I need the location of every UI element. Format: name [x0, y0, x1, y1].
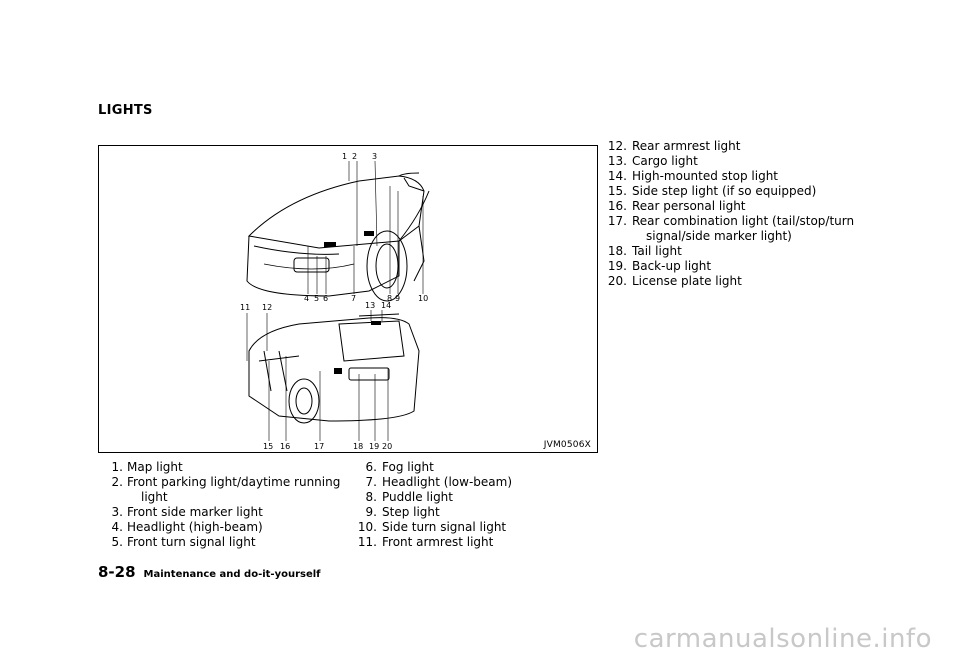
callout-8: 8	[387, 294, 392, 303]
list-item: 1. Map light	[99, 460, 349, 475]
item-label: Rear combination light (tail/stop/turn	[632, 214, 855, 228]
list-item: 19. Back-up light	[600, 259, 880, 274]
page-number: 8-28	[98, 563, 136, 581]
list-item: 17. Rear combination light (tail/stop/tur…	[600, 214, 880, 244]
item-label: Front side marker light	[127, 505, 263, 519]
callout-4: 4	[304, 294, 309, 303]
item-number: 7.	[365, 475, 377, 489]
list-item: 3. Front side marker light	[99, 505, 349, 520]
item-label: Fog light	[382, 460, 434, 474]
callout-18: 18	[353, 442, 363, 451]
list-item: 4. Headlight (high-beam)	[99, 520, 349, 535]
callout-14: 14	[381, 301, 391, 310]
item-number: 17.	[607, 214, 627, 228]
lights-list-col3: 12. Rear armrest light 13. Cargo light 14.…	[600, 139, 880, 289]
item-number: 4.	[111, 520, 123, 534]
item-label: Cargo light	[632, 154, 698, 168]
item-number: 9.	[365, 505, 377, 519]
watermark: carmanualsonline.info	[633, 624, 932, 654]
item-number: 2.	[111, 475, 123, 489]
item-number: 20.	[607, 274, 627, 288]
callout-7: 7	[351, 294, 356, 303]
list-item: 15. Side step light (if so equipped)	[600, 184, 880, 199]
item-number: 19.	[607, 259, 627, 273]
list-item: 11. Front armrest light	[350, 535, 590, 550]
item-label: Tail light	[632, 244, 682, 258]
item-label: Front parking light/daytime running	[127, 475, 341, 489]
item-label: Back-up light	[632, 259, 712, 273]
item-number: 14.	[607, 169, 627, 183]
list-item: 5. Front turn signal light	[99, 535, 349, 550]
list-item: 6. Fog light	[350, 460, 590, 475]
callout-1: 1	[342, 152, 347, 161]
item-label: Rear armrest light	[632, 139, 741, 153]
list-item: 10. Side turn signal light	[350, 520, 590, 535]
lights-list-col1: 1. Map light 2. Front parking light/daytim…	[99, 460, 349, 550]
callout-20: 20	[382, 442, 392, 451]
item-number: 3.	[111, 505, 123, 519]
item-label: Rear personal light	[632, 199, 746, 213]
item-number: 11.	[357, 535, 377, 549]
item-label: Step light	[382, 505, 440, 519]
callouts-top: 1 2 3 4 5 6 7 8 9 10	[304, 152, 428, 303]
list-item: 16. Rear personal light	[600, 199, 880, 214]
list-item: 12. Rear armrest light	[600, 139, 880, 154]
item-label: Map light	[127, 460, 183, 474]
item-number: 6.	[365, 460, 377, 474]
callout-15: 15	[263, 442, 273, 451]
list-item: 20. License plate light	[600, 274, 880, 289]
item-label: High-mounted stop light	[632, 169, 778, 183]
callouts-rear: 11 12 13 14 15 16 17 18 19 20	[240, 301, 392, 451]
callout-9: 9	[395, 294, 400, 303]
list-item: 18. Tail light	[600, 244, 880, 259]
callout-5: 5	[314, 294, 319, 303]
item-label: License plate light	[632, 274, 742, 288]
callout-11: 11	[240, 303, 250, 312]
list-item: 9. Step light	[350, 505, 590, 520]
item-label-continued: light	[141, 490, 168, 504]
item-number: 16.	[607, 199, 627, 213]
callout-17: 17	[314, 442, 324, 451]
item-label: Side turn signal light	[382, 520, 507, 534]
figure-code: JVM0506X	[543, 440, 591, 450]
list-item: 14. High-mounted stop light	[600, 169, 880, 184]
list-item: 7. Headlight (low-beam)	[350, 475, 590, 490]
item-number: 18.	[607, 244, 627, 258]
item-label: Puddle light	[382, 490, 453, 504]
item-label: Headlight (high-beam)	[127, 520, 263, 534]
item-number: 13.	[607, 154, 627, 168]
list-item: 8. Puddle light	[350, 490, 590, 505]
callout-3: 3	[372, 152, 377, 161]
callout-2: 2	[352, 152, 357, 161]
item-label: Front armrest light	[382, 535, 494, 549]
item-number: 15.	[607, 184, 627, 198]
item-label: Side step light (if so equipped)	[632, 184, 817, 198]
item-label: Front turn signal light	[127, 535, 256, 549]
item-number: 10.	[357, 520, 377, 534]
lights-list-col2: 6. Fog light 7. Headlight (low-beam) 8. Pud…	[350, 460, 590, 550]
callout-10: 10	[418, 294, 428, 303]
lights-figure: 1 2 3 4 5 6 7 8 9 10 11 12 13 14 15 16 1…	[98, 145, 598, 453]
item-number: 5.	[111, 535, 123, 549]
item-number: 12.	[607, 139, 627, 153]
callout-6: 6	[323, 294, 328, 303]
item-number: 8.	[365, 490, 377, 504]
callout-12: 12	[262, 303, 272, 312]
callout-19: 19	[369, 442, 379, 451]
callout-16: 16	[280, 442, 290, 451]
item-number: 1.	[111, 460, 123, 474]
section-title: LIGHTS	[98, 103, 153, 118]
section-name: Maintenance and do-it-yourself	[143, 569, 321, 580]
page-footer: 8-28 Maintenance and do-it-yourself	[98, 562, 321, 581]
callout-13: 13	[365, 301, 375, 310]
list-item: 13. Cargo light	[600, 154, 880, 169]
item-label: Headlight (low-beam)	[382, 475, 513, 489]
vehicle-illustration: 1 2 3 4 5 6 7 8 9 10 11 12 13 14 15 16 1…	[240, 152, 430, 451]
item-label-continued: signal/side marker light)	[646, 229, 792, 243]
